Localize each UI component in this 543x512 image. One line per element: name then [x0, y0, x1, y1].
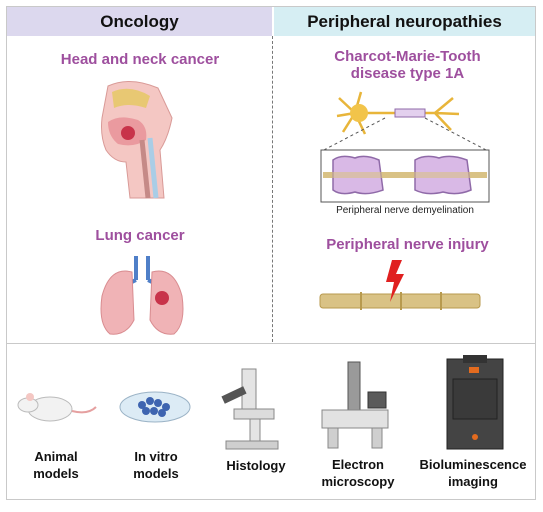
microscope-icon — [221, 368, 279, 450]
petri-dish-icon — [119, 391, 191, 423]
tool-label-bioluminescence-line2: imaging — [448, 474, 498, 489]
myelin-sheath-detail-icon — [320, 149, 490, 203]
injured-nerve-icon — [319, 260, 481, 310]
tool-label-invitro-line1: In vitro — [134, 449, 178, 464]
tool-label-bioluminescence-line1: Bioluminescence — [419, 457, 527, 472]
tool-label-animal-line2: models — [33, 466, 79, 481]
tool-label-animal-line1: Animal — [34, 449, 78, 464]
demyelination-caption: Peripheral nerve demyelination — [336, 205, 474, 216]
lightning-bolt-icon — [386, 260, 404, 302]
neuropathies-header: Peripheral neuropathies — [274, 7, 535, 36]
lung-cancer-title: Lung cancer — [95, 227, 185, 244]
horizontal-divider — [7, 343, 535, 344]
oncology-header: Oncology — [7, 7, 272, 36]
tool-label-electron-line1: Electron — [331, 457, 384, 472]
demyelination-zoom-lines-icon — [321, 117, 489, 152]
cmt-title-line1: Charcot-Marie-Tooth — [334, 48, 481, 65]
lungs-icon — [100, 256, 184, 335]
vertical-divider — [272, 36, 273, 342]
neuron-icon — [336, 91, 460, 135]
tool-label-invitro-line2: models — [133, 466, 179, 481]
tool-label-histology: Histology — [226, 458, 286, 473]
electron-microscope-icon — [321, 361, 389, 449]
cmt-title-line2: disease type 1A — [350, 65, 465, 82]
imaging-system-icon — [446, 355, 504, 450]
head-neck-anatomy-icon — [101, 81, 173, 199]
head-neck-cancer-title: Head and neck cancer — [60, 51, 220, 68]
tool-label-electron-line2: microscopy — [321, 474, 395, 489]
mouse-icon — [17, 393, 97, 422]
nerve-injury-title: Peripheral nerve injury — [326, 236, 489, 253]
